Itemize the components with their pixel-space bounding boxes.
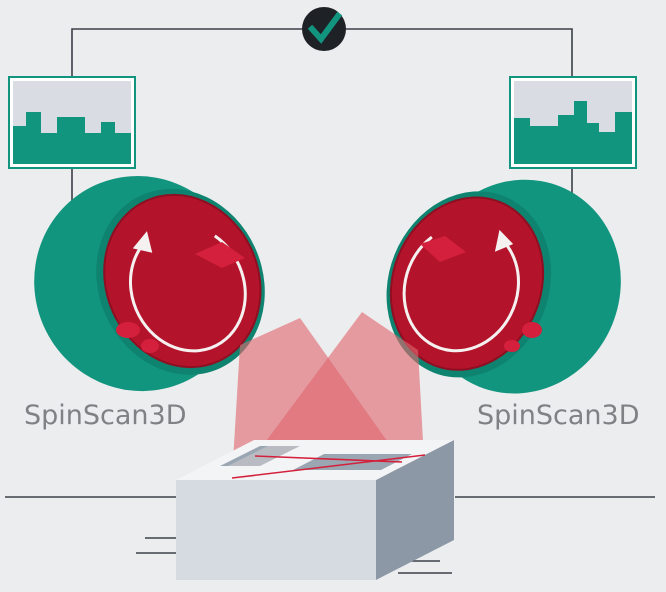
profile-graph-icon: [8, 76, 136, 169]
wire-top-left: [71, 28, 310, 78]
rotation-arrow-icon: [402, 235, 520, 353]
check-circle-icon: [302, 7, 346, 51]
box-top-slot-left: [220, 446, 268, 466]
laser-beams: [232, 312, 425, 478]
right-sensor: [386, 179, 621, 394]
left-sensor-label: SpinScan3D: [24, 400, 187, 431]
beam-right: [255, 312, 425, 478]
box-front: [176, 480, 376, 580]
scan-lines: [231, 454, 426, 479]
box-side: [376, 440, 454, 580]
scanned-object-box: [176, 440, 454, 580]
profile-graph-icon: [509, 76, 637, 169]
ground-lines: [5, 496, 655, 574]
right-sensor-label: SpinScan3D: [477, 400, 640, 431]
wire-top-right: [346, 28, 573, 78]
left-sensor: [34, 176, 265, 392]
rotation-arrow-icon: [129, 234, 247, 353]
